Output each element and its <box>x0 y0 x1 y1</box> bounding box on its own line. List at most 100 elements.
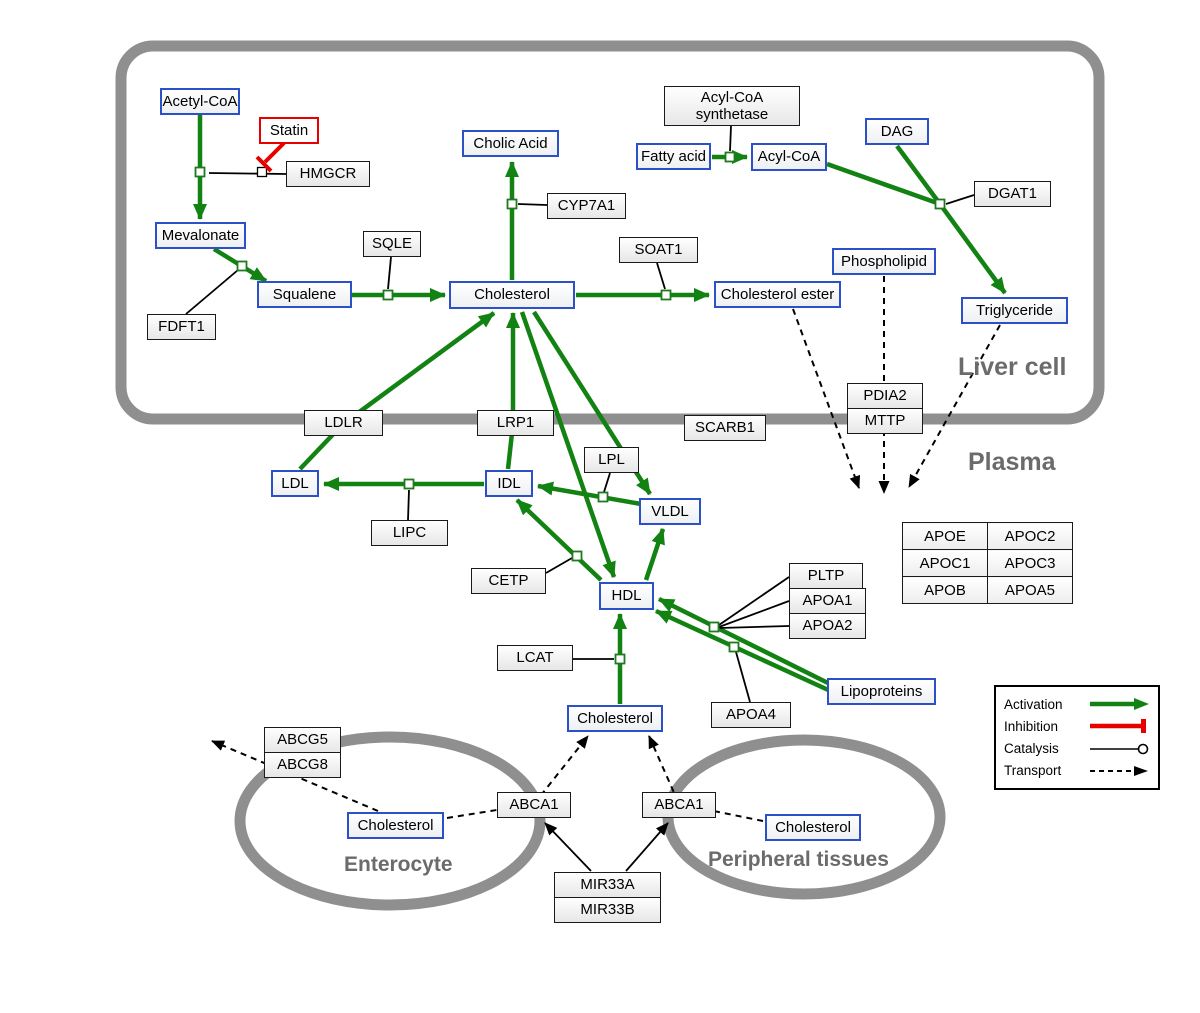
node-hmgcr[interactable]: HMGCR <box>286 161 370 187</box>
plasma-label: Plasma <box>968 448 1056 476</box>
node-apoa4[interactable]: APOA4 <box>711 702 791 728</box>
node-acetyl-coa[interactable]: Acetyl-CoA <box>160 88 240 115</box>
node-abca1-enterocyte[interactable]: ABCA1 <box>497 792 571 818</box>
legend-catalysis: Catalysis <box>1004 738 1150 760</box>
transport-triglyceride-plasma <box>908 324 1001 488</box>
legend-inhibition: Inhibition <box>1004 715 1150 737</box>
node-mttp[interactable]: MTTP <box>847 408 923 434</box>
enterocyte-label: Enterocyte <box>344 853 453 876</box>
node-dag[interactable]: DAG <box>865 118 929 145</box>
catalysis-lpl <box>603 472 611 493</box>
catalysis-acyl-coa-synthetase <box>729 125 732 152</box>
node-scarb1[interactable]: SCARB1 <box>684 415 766 441</box>
node-pltp[interactable]: PLTP <box>789 563 863 589</box>
node-cholesterol-ester[interactable]: Cholesterol ester <box>714 281 841 308</box>
node-idl[interactable]: IDL <box>485 470 533 497</box>
peripheral-tissues-label: Peripheral tissues <box>708 848 889 871</box>
node-cholesterol-peripheral[interactable]: Cholesterol <box>765 814 861 841</box>
node-cholic-acid[interactable]: Cholic Acid <box>462 130 559 157</box>
transport-arrow-icon <box>1090 765 1148 776</box>
inhibition-edge <box>255 141 286 173</box>
transport-peripheral-abca1-cholesterol <box>648 735 764 822</box>
node-hdl[interactable]: HDL <box>599 582 654 610</box>
catalysis-edges <box>185 125 975 703</box>
catalysis-apoa4 <box>735 651 751 703</box>
inhibition-tbar-icon <box>1090 719 1146 734</box>
node-cholesterol-enterocyte[interactable]: Cholesterol <box>347 812 444 839</box>
edge-mir33-abca1-peripheral <box>625 822 669 872</box>
node-acyl-coa[interactable]: Acyl-CoA <box>751 143 827 171</box>
catalysis-lipc <box>407 489 410 521</box>
node-acyl-coa-synthetase[interactable]: Acyl-CoA synthetase <box>664 86 800 126</box>
node-statin[interactable]: Statin <box>259 117 319 144</box>
node-lipoproteins[interactable]: Lipoproteins <box>827 678 936 705</box>
node-abcg8[interactable]: ABCG8 <box>264 752 341 778</box>
node-abcg5[interactable]: ABCG5 <box>264 727 341 753</box>
edge-ldl-cholesterol-via-ldlr <box>298 311 496 471</box>
liver-cell-membrane <box>115 40 1105 425</box>
node-sqle[interactable]: SQLE <box>363 231 421 257</box>
apolipoprotein-table: APOE APOC2 APOC1 APOC3 APOB APOA5 <box>902 522 1073 604</box>
catalysis-apoa1 <box>718 600 790 628</box>
node-lipc[interactable]: LIPC <box>371 520 448 546</box>
membranes <box>115 40 1105 911</box>
node-lpl[interactable]: LPL <box>584 447 639 473</box>
enterocyte-membrane <box>234 731 546 911</box>
catalysis-glyph-hmgcr <box>256 166 268 178</box>
node-phospholipid[interactable]: Phospholipid <box>832 248 936 275</box>
node-pdia2[interactable]: PDIA2 <box>847 383 923 409</box>
edge-hdl-idl-cetp <box>515 498 603 582</box>
edge-mir33-abca1-enterocyte <box>544 822 592 872</box>
legend-transport: Transport <box>1004 760 1150 782</box>
node-cetp[interactable]: CETP <box>471 568 546 594</box>
node-squalene[interactable]: Squalene <box>257 281 352 308</box>
inhibition-statin-hmgcr <box>263 141 286 164</box>
edge-hdl-vldl <box>643 528 666 581</box>
edge-lipoproteins-hdl-lower <box>655 608 838 697</box>
catalysis-circle-icon <box>1090 743 1149 754</box>
node-lcat[interactable]: LCAT <box>497 645 573 671</box>
node-fdft1[interactable]: FDFT1 <box>147 314 216 340</box>
catalysis-cyp7a1 <box>517 203 548 206</box>
legend: Activation Inhibition Catalysis Transpor… <box>994 685 1160 790</box>
node-apoc1[interactable]: APOC1 <box>902 549 988 577</box>
node-apoa2[interactable]: APOA2 <box>789 613 866 639</box>
node-cyp7a1[interactable]: CYP7A1 <box>547 193 626 219</box>
transport-cholesterolester-plasma <box>792 308 861 489</box>
catalysis-hmgcr <box>208 172 287 175</box>
node-ldlr[interactable]: LDLR <box>304 410 383 436</box>
inhibition-tbar <box>255 155 273 173</box>
node-mevalonate[interactable]: Mevalonate <box>155 222 246 249</box>
node-abca1-peripheral[interactable]: ABCA1 <box>642 792 716 818</box>
node-apoa5[interactable]: APOA5 <box>987 576 1073 604</box>
catalysis-sqle <box>387 256 392 290</box>
node-vldl[interactable]: VLDL <box>639 498 701 525</box>
node-apoc2[interactable]: APOC2 <box>987 522 1073 550</box>
node-apob[interactable]: APOB <box>902 576 988 604</box>
activation-arrow-icon <box>1090 698 1149 710</box>
regulation-edges <box>544 822 669 872</box>
catalysis-apoa2 <box>719 625 790 629</box>
node-mir33a[interactable]: MIR33A <box>554 872 661 898</box>
edge-lipoproteins-hdl-upper <box>657 596 830 686</box>
node-cholesterol-plasma[interactable]: Cholesterol <box>567 705 663 732</box>
node-apoe[interactable]: APOE <box>902 522 988 550</box>
node-triglyceride[interactable]: Triglyceride <box>961 297 1068 324</box>
node-cholesterol-liver[interactable]: Cholesterol <box>449 281 575 309</box>
node-dgat1[interactable]: DGAT1 <box>974 181 1051 207</box>
node-mir33b[interactable]: MIR33B <box>554 897 661 923</box>
node-fatty-acid[interactable]: Fatty acid <box>636 143 711 170</box>
catalysis-fdft1 <box>185 269 239 315</box>
edge-dag-dgat-node <box>895 144 942 206</box>
legend-activation: Activation <box>1004 693 1150 715</box>
node-lrp1[interactable]: LRP1 <box>477 410 554 436</box>
node-apoc3[interactable]: APOC3 <box>987 549 1073 577</box>
node-apoa1[interactable]: APOA1 <box>789 588 866 614</box>
catalysis-cetp <box>545 557 573 574</box>
edge-cholesterol-hdl <box>519 311 617 578</box>
edge-vldl-idl <box>537 481 642 507</box>
edge-acylcoa-dgat-node <box>826 161 941 207</box>
node-soat1[interactable]: SOAT1 <box>619 237 698 263</box>
node-ldl[interactable]: LDL <box>271 470 319 497</box>
